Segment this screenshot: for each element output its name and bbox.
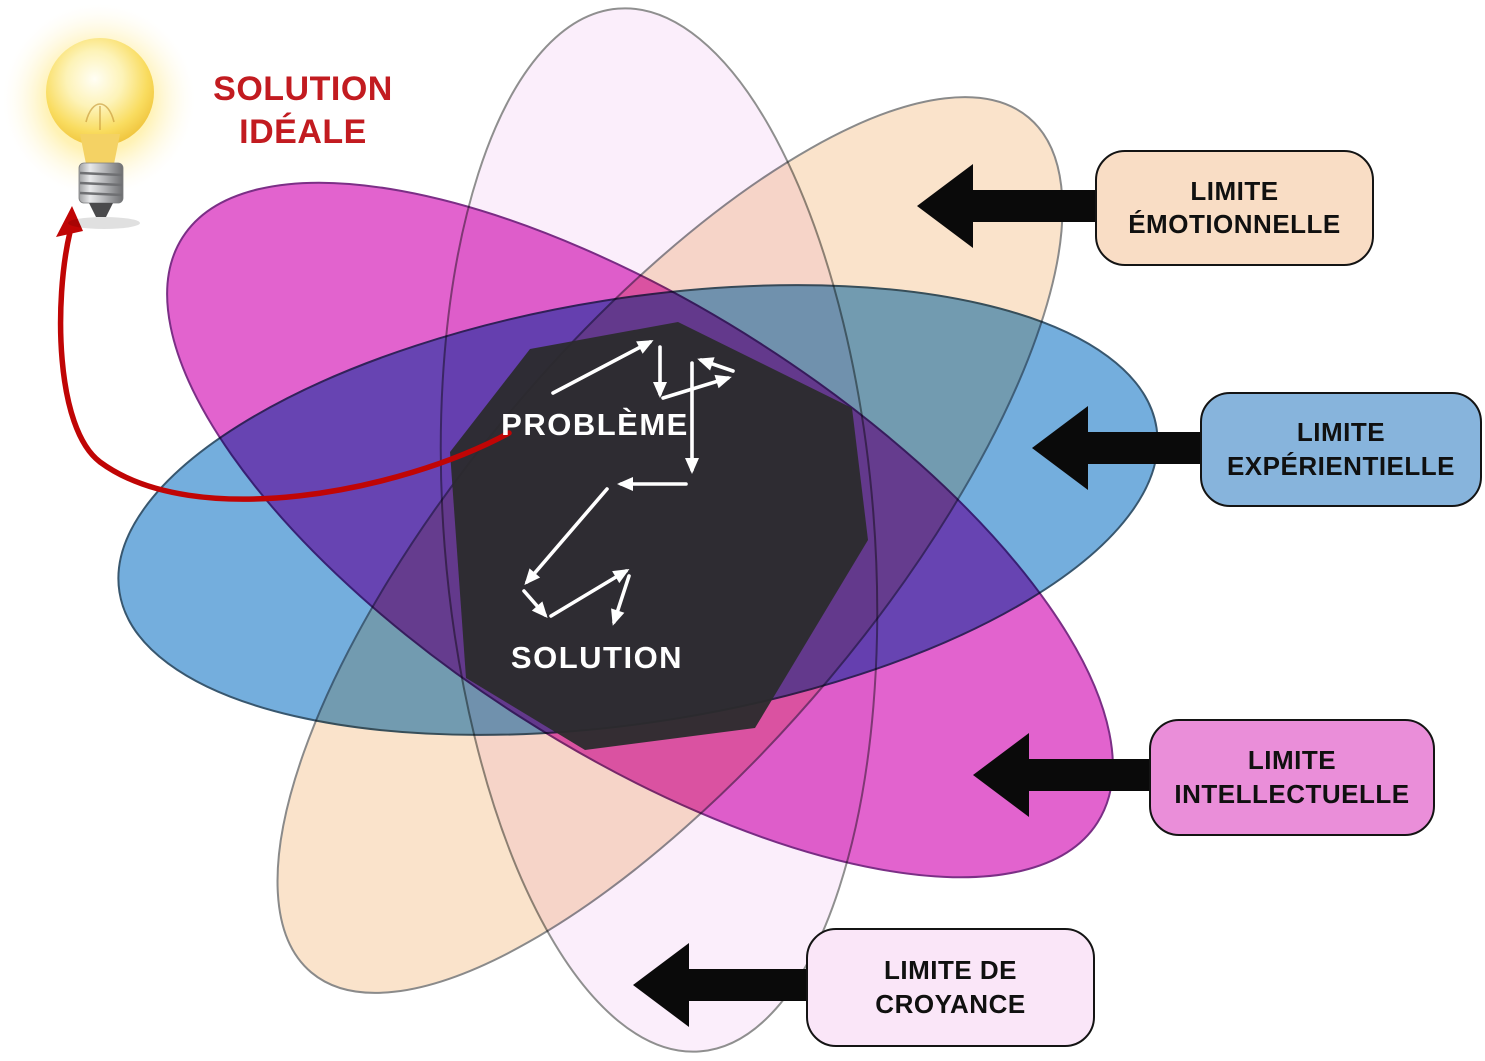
probleme-label: PROBLÈME [501,407,689,442]
arrow-limite-emotionnelle [917,164,1105,248]
bulb-filament [85,103,115,130]
central-octagon [450,322,868,750]
limit-box-croyance-line2: CROYANCE [875,988,1026,1019]
ideal-solution-title-line2: IDÉALE [239,112,367,151]
solution-label: SOLUTION [510,640,684,675]
bulb-shadow [68,217,140,229]
ideal-solution-title-line1: SOLUTION [213,70,393,108]
lightbulb-icon [3,4,195,229]
arrow-limite-intellectuelle [973,733,1158,817]
limit-box-croyance-line1: LIMITE DE [883,955,1018,986]
limit-connector-arrows [633,164,1210,1027]
red-arrowhead [56,206,83,237]
limit-box-intellectuelle: LIMITE INTELLECTUELLE [1149,719,1435,836]
limit-box-emotionnelle-line1: LIMITE [1190,175,1279,206]
limit-box-emotionnelle: LIMITE ÉMOTIONNELLE [1095,150,1374,266]
zigzag-path [522,340,735,626]
limit-box-intellectuelle-line2: INTELLECTUELLE [1174,778,1410,809]
arrow-limite-croyance [633,943,812,1027]
bulb-contact-tip [89,203,113,217]
limit-box-emotionnelle-line2: ÉMOTIONNELLE [1128,209,1341,239]
limit-box-experientielle-line2: EXPÉRIENTIELLE [1226,450,1456,481]
bulb-glass [46,38,154,146]
bulb-screw-ridges [79,171,123,197]
limit-box-intellectuelle-line1: LIMITE [1247,745,1337,776]
limit-box-croyance: LIMITE DE CROYANCE [806,928,1095,1047]
red-curve-arrow [56,206,512,502]
arrow-limite-experientielle [1032,406,1210,490]
red-curve [57,229,512,502]
limit-box-experientielle-line1: LIMITE [1296,417,1386,448]
limit-box-experientielle: LIMITE EXPÉRIENTIELLE [1200,392,1482,507]
bulb-neck [80,134,120,164]
ideal-solution-title: SOLUTION IDÉALE [188,68,418,153]
